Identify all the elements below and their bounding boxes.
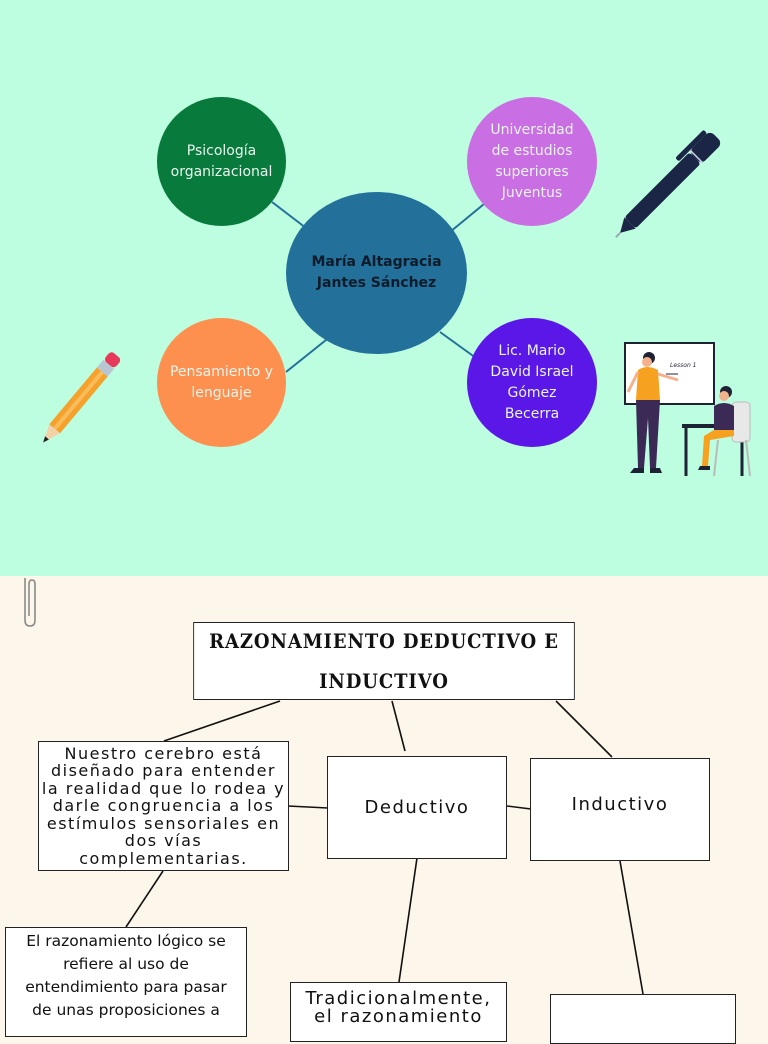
connector-line bbox=[391, 700, 406, 752]
center-node-label: María Altagracia Jantes Sánchez bbox=[311, 254, 442, 291]
board-text: Lesson 1 bbox=[670, 362, 696, 369]
pen-icon bbox=[615, 130, 721, 238]
intro-box: Nuestro cerebro está diseñado para enten… bbox=[38, 741, 289, 871]
paperclip-icon bbox=[24, 578, 36, 627]
node-universidad: Universidad de estudios superiores Juven… bbox=[467, 97, 597, 226]
pencil-icon bbox=[43, 352, 121, 443]
center-node: María Altagracia Jantes Sánchez bbox=[286, 192, 467, 354]
title-text: RAZONAMIENTO DEDUCTIVO E INDUCTIVO bbox=[209, 629, 559, 693]
concept-map-title: RAZONAMIENTO DEDUCTIVO E INDUCTIVO bbox=[193, 622, 575, 700]
tradicional-text: Tradicionalmente, el razonamiento bbox=[305, 988, 492, 1027]
connector-line bbox=[285, 339, 327, 373]
connector-line bbox=[555, 700, 613, 758]
node-label: Universidad de estudios superiores Juven… bbox=[490, 121, 574, 201]
logico-text: El razonamiento lógico se refiere al uso… bbox=[25, 932, 227, 1019]
deductivo-label: Deductivo bbox=[364, 797, 470, 818]
connector-line bbox=[449, 203, 485, 233]
intro-text: Nuestro cerebro está diseñado para enten… bbox=[41, 743, 286, 868]
node-label: Lic. Mario David Israel Gómez Becerra bbox=[490, 342, 574, 422]
teacher-illustration: Lesson 1 bbox=[624, 342, 751, 477]
connector-line bbox=[398, 857, 418, 983]
connector-line bbox=[271, 201, 307, 229]
node-profesor: Lic. Mario David Israel Gómez Becerra bbox=[467, 318, 597, 447]
node-psicologia-organizacional: Psicología organizacional bbox=[157, 97, 286, 226]
connector-line bbox=[439, 331, 477, 359]
connector-line bbox=[506, 805, 532, 810]
connector-line bbox=[619, 860, 644, 995]
node-label: Psicología organizacional bbox=[170, 142, 273, 180]
node-pensamiento-lenguaje: Pensamiento y lenguaje bbox=[157, 318, 286, 447]
node-label: Pensamiento y lenguaje bbox=[169, 363, 274, 401]
tradicional-box: Tradicionalmente, el razonamiento bbox=[290, 982, 507, 1042]
deductivo-box: Deductivo bbox=[327, 756, 507, 859]
inductivo-detail-box bbox=[550, 994, 736, 1044]
connector-line bbox=[163, 700, 281, 742]
connector-line bbox=[125, 870, 164, 928]
logico-box: El razonamiento lógico se refiere al uso… bbox=[5, 927, 247, 1037]
inductivo-box: Inductivo bbox=[530, 758, 710, 861]
inductivo-label: Inductivo bbox=[571, 794, 669, 815]
connector-line bbox=[287, 805, 329, 809]
